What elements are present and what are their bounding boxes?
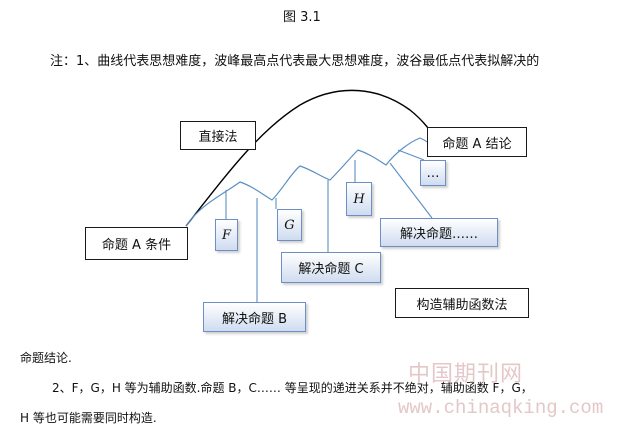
direct-method-text: 直接法 [198,130,238,145]
aux-function-h-text: H [353,191,365,207]
direct-method-label: 直接法 [180,121,256,150]
solve-proposition-more-text: 解决命题…… [399,227,478,242]
ellipsis-text: … [426,165,440,181]
footer-line-2: 2、F，G，H 等为辅助函数.命题 B，C…… 等呈现的递进关系并不绝对，辅助函… [52,381,533,395]
figure-note: 注：1、曲线代表思想难度，波峰最高点代表最大思想难度，波谷最低点代表拟解决的 [50,54,540,69]
conclusion-label: 命题 A 结论 [427,127,527,157]
aux-function-g-text: G [284,217,295,233]
drop-line-solve-more [389,162,433,219]
solve-proposition-c-box: 解决命题 C [281,252,381,283]
footer-line-1: 命题结论. [20,351,72,365]
aux-function-method-text: 构造辅助函数法 [416,297,508,313]
aux-function-f-box: F [215,219,238,251]
solve-proposition-b-box: 解决命题 B [203,302,306,332]
ellipsis-box: … [420,160,446,186]
solve-proposition-more-box: 解决命题…… [380,218,498,247]
aux-function-g-box: G [277,209,302,241]
aux-function-h-box: H [346,182,372,216]
condition-label: 命题 A 条件 [85,227,188,260]
auxiliary-method-curve [185,137,441,227]
aux-function-method-label: 构造辅助函数法 [395,288,529,318]
solve-proposition-c-text: 解决命题 C [298,262,364,277]
solve-proposition-b-text: 解决命题 B [221,311,288,327]
footer-line-3: H 等也可能需要同时构造. [20,411,157,425]
drop-line-dots [397,149,425,161]
figure-title: 图 3.1 [283,10,321,25]
aux-function-f-text: F [221,227,232,243]
watermark-cn: 中国期刊网 [408,362,524,387]
watermark-url: www.chinaqking.com [398,397,604,419]
conclusion-text: 命题 A 结论 [442,136,512,152]
direct-method-curve [185,89,441,227]
condition-text: 命题 A 条件 [101,238,172,253]
